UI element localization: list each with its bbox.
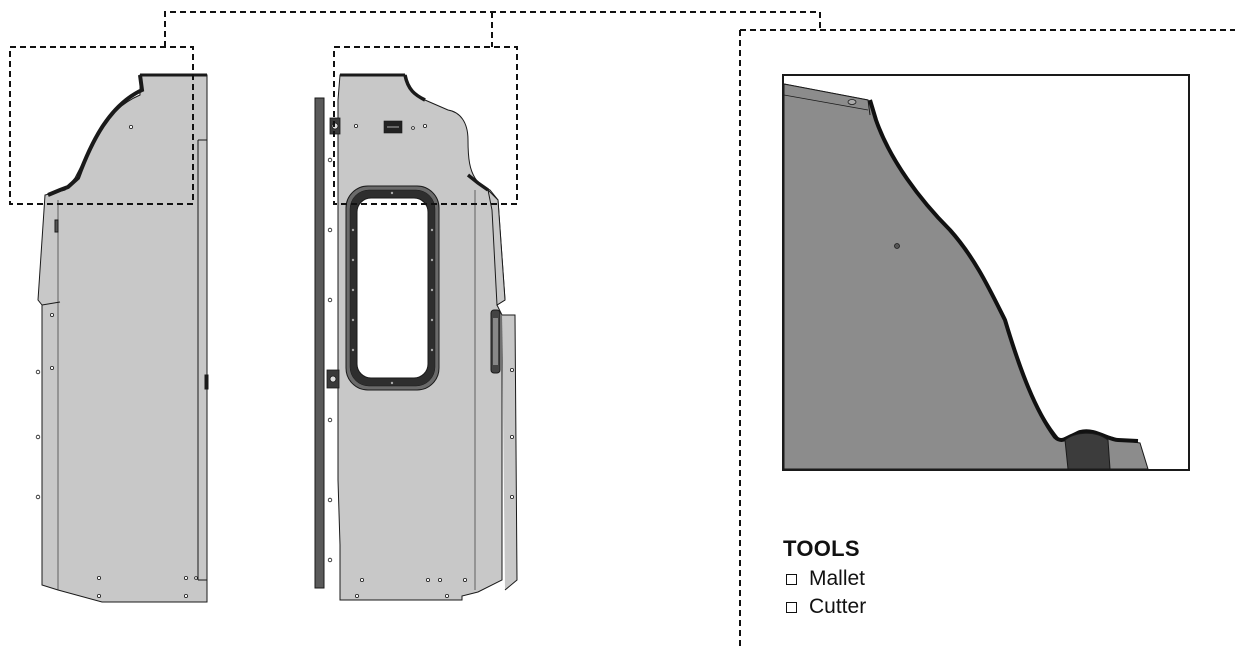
callout-connectors — [164, 11, 1235, 650]
callout-boxes — [9, 46, 518, 205]
door-panel — [314, 73, 518, 601]
checkbox-icon[interactable] — [786, 573, 797, 585]
tools-title: TOOLS — [783, 536, 860, 561]
checkbox-icon[interactable] — [786, 601, 797, 613]
door-holes — [327, 124, 514, 599]
door-track — [314, 97, 325, 589]
left-panel-top-edge — [47, 74, 145, 197]
window-opening — [356, 197, 429, 379]
tools-list: TOOLS Mallet Cutter — [783, 536, 866, 621]
tool-item-cutter[interactable]: Cutter — [783, 593, 866, 621]
tool-label-mallet: Mallet — [809, 567, 866, 590]
left-panel-holes — [35, 125, 198, 599]
tool-label-cutter: Cutter — [809, 595, 867, 618]
tool-item-mallet[interactable]: Mallet — [783, 565, 866, 593]
left-side-panel — [35, 73, 209, 603]
left-panel-body — [37, 74, 208, 603]
zoom-detail — [782, 74, 1190, 471]
